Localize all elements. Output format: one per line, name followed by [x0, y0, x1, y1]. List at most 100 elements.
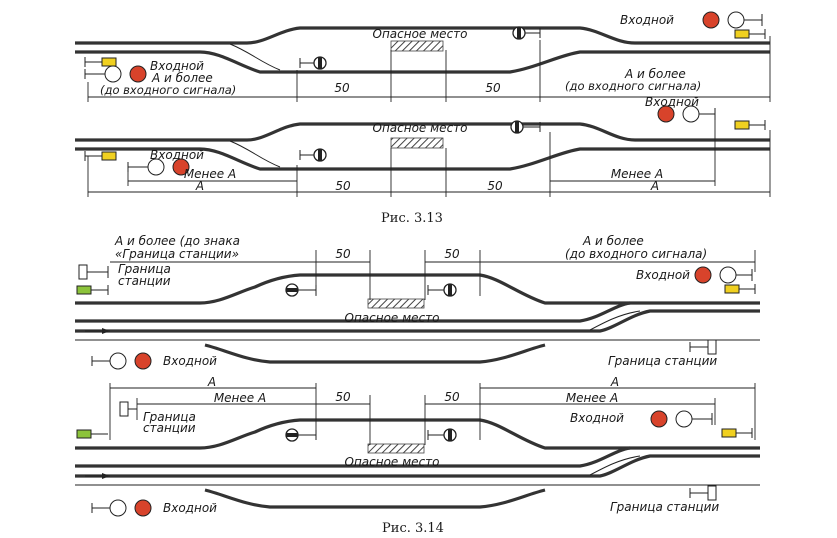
entry-signal-icon — [694, 266, 753, 284]
shunting-signal-icon — [299, 56, 327, 70]
direction-arrow — [102, 473, 110, 479]
dim-value: 50 — [335, 247, 351, 261]
track — [75, 446, 631, 468]
danger-zone-hatch — [367, 298, 425, 309]
fig314-bottom-scheme: Опасное место — [75, 375, 760, 517]
boundary-sign-icon — [119, 401, 137, 417]
boundary-sign-icon — [78, 264, 109, 280]
repeater-signal-icon — [734, 29, 766, 39]
repeater-signal-icon — [76, 285, 109, 295]
boundary-sign-icon — [689, 485, 717, 501]
shunting-signal-icon — [512, 26, 541, 40]
shunting-signal-icon — [299, 148, 327, 162]
entry-signal-icon — [657, 105, 716, 123]
track — [204, 343, 546, 364]
track — [75, 122, 770, 142]
dim-text: «Граница станции» — [115, 247, 239, 261]
dim-text: Менее А — [184, 167, 236, 181]
entry-signal-icon — [650, 410, 713, 428]
repeater-signal-icon — [724, 284, 756, 294]
dimension-line — [110, 250, 756, 300]
track — [204, 488, 546, 509]
shunting-signal-icon — [285, 283, 317, 297]
dim-text: А и более (до знака — [114, 234, 240, 248]
entry-signal-icon — [702, 11, 763, 29]
entry-label: Входной — [636, 268, 690, 282]
dim-text: (до входного сигнала) — [565, 79, 701, 93]
track — [75, 26, 770, 45]
boundary-label: станции — [143, 421, 196, 435]
dim-text: Менее А — [611, 167, 663, 181]
track — [75, 418, 760, 450]
track — [75, 301, 631, 323]
danger-label: Опасное место — [373, 121, 468, 135]
dim-text: (до входного сигнала) — [565, 247, 707, 261]
boundary-label: Граница — [118, 262, 171, 276]
entry-label: Входной — [570, 411, 624, 425]
dim-text: А и более — [624, 67, 686, 81]
entry-signal-icon — [84, 65, 147, 83]
repeater-signal-icon — [734, 120, 766, 130]
entry-label: Входной — [163, 501, 217, 515]
dim-value: 50 — [444, 390, 460, 404]
direction-arrow — [102, 328, 110, 334]
repeater-signal-icon — [76, 429, 108, 439]
dim-value: 50 — [487, 179, 503, 193]
entry-label: Входной — [150, 59, 204, 73]
dim-text: А и более — [582, 234, 644, 248]
boundary-label: Граница — [143, 410, 196, 424]
danger-zone-hatch — [390, 137, 444, 149]
track — [229, 140, 281, 168]
danger-label: Опасное место — [373, 27, 468, 41]
track — [75, 309, 760, 333]
entry-label: Входной — [645, 95, 699, 109]
dim-text: Менее А — [566, 391, 618, 405]
entry-label: Входной — [620, 13, 674, 27]
boundary-label: Граница станции — [610, 500, 719, 514]
shunting-signal-icon — [427, 428, 457, 442]
track — [75, 454, 760, 478]
danger-label: Опасное место — [345, 311, 440, 325]
dim-value: А — [195, 179, 204, 193]
track — [75, 273, 760, 305]
dim-value: 50 — [485, 81, 501, 95]
danger-label: Опасное место — [345, 455, 440, 469]
track — [75, 147, 770, 171]
track — [589, 310, 641, 331]
shunting-signal-icon — [427, 283, 457, 297]
dim-text: Менее А — [214, 391, 266, 405]
dim-value: А — [610, 375, 619, 389]
boundary-sign-icon — [689, 339, 717, 355]
repeater-signal-icon — [84, 57, 117, 67]
track — [589, 455, 641, 476]
boundary-label: станции — [118, 274, 171, 288]
dim-value: 50 — [335, 179, 351, 193]
dimension-line — [109, 383, 756, 445]
dim-value: 50 — [335, 390, 351, 404]
dimension-line — [87, 36, 771, 102]
figure-caption: Рис. 3.13 — [381, 211, 443, 226]
boundary-label: Граница станции — [608, 354, 717, 368]
repeater-signal-icon — [721, 428, 753, 438]
fig314-top-scheme: Опасное место А и более (до знака «Грани… — [75, 234, 760, 370]
dim-value: 50 — [444, 247, 460, 261]
track — [229, 43, 281, 71]
entry-signal-icon — [91, 352, 152, 370]
dim-text: А и более — [151, 71, 213, 85]
entry-signal-icon — [127, 158, 190, 176]
dim-text: (до входного сигнала) — [100, 83, 236, 97]
entry-signal-icon — [91, 499, 152, 517]
shunting-signal-icon — [510, 120, 541, 134]
entry-label: Входной — [163, 354, 217, 368]
dim-value: А — [207, 375, 216, 389]
entry-label: Входной — [150, 148, 204, 162]
dim-value: 50 — [334, 81, 350, 95]
danger-zone-hatch — [367, 443, 425, 454]
dim-value: А — [650, 179, 659, 193]
figure-caption: Рис. 3.14 — [382, 521, 444, 536]
shunting-signal-icon — [285, 428, 317, 442]
dimension-line — [87, 120, 771, 197]
track — [75, 50, 770, 74]
fig313-top-scheme: Опасное место Входной — [75, 11, 771, 102]
